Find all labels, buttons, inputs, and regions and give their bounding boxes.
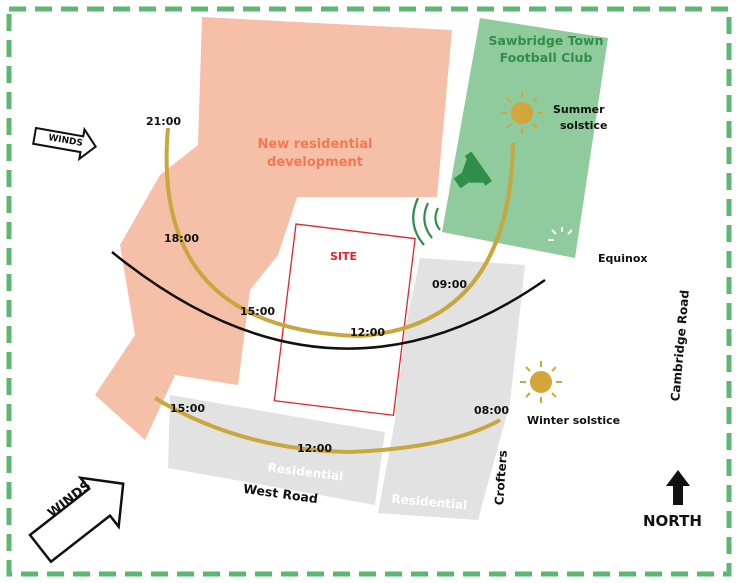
time-label: 15:00: [240, 305, 275, 318]
summer-sun-path: [164, 127, 515, 339]
wind-arrow-icon: [28, 476, 125, 564]
north-label: NORTH: [643, 512, 702, 530]
cambridge-road-label: Cambridge Road: [668, 289, 692, 401]
equinox-label: Equinox: [598, 252, 647, 265]
time-label: 12:00: [297, 442, 332, 455]
time-label: 12:00: [350, 326, 385, 339]
time-label: 18:00: [164, 232, 199, 245]
time-label: 09:00: [432, 278, 467, 291]
time-label: 21:00: [146, 115, 181, 128]
football-club-area: [442, 18, 608, 258]
sun-icon: [520, 361, 562, 403]
residential-block-west: [168, 395, 385, 505]
winter-solstice-label: Winter solstice: [527, 414, 620, 427]
sun-icon: [548, 227, 573, 241]
north-arrow-icon: [666, 470, 690, 505]
site-label: SITE: [330, 250, 357, 263]
crofters-label: Crofters: [492, 450, 510, 506]
equinox-sun-path: [111, 251, 546, 350]
sun-icon: [501, 92, 543, 134]
speaker-icon: [453, 151, 492, 189]
time-label: 15:00: [170, 402, 205, 415]
wind-arrow-icon: [32, 126, 98, 162]
new-residential-area: [95, 17, 452, 440]
sound-waves: [412, 197, 441, 246]
residential-label-east: Residential: [391, 492, 468, 513]
winter-sun-path: [153, 396, 501, 455]
time-label: 08:00: [474, 404, 509, 417]
map-border: [6, 6, 732, 577]
